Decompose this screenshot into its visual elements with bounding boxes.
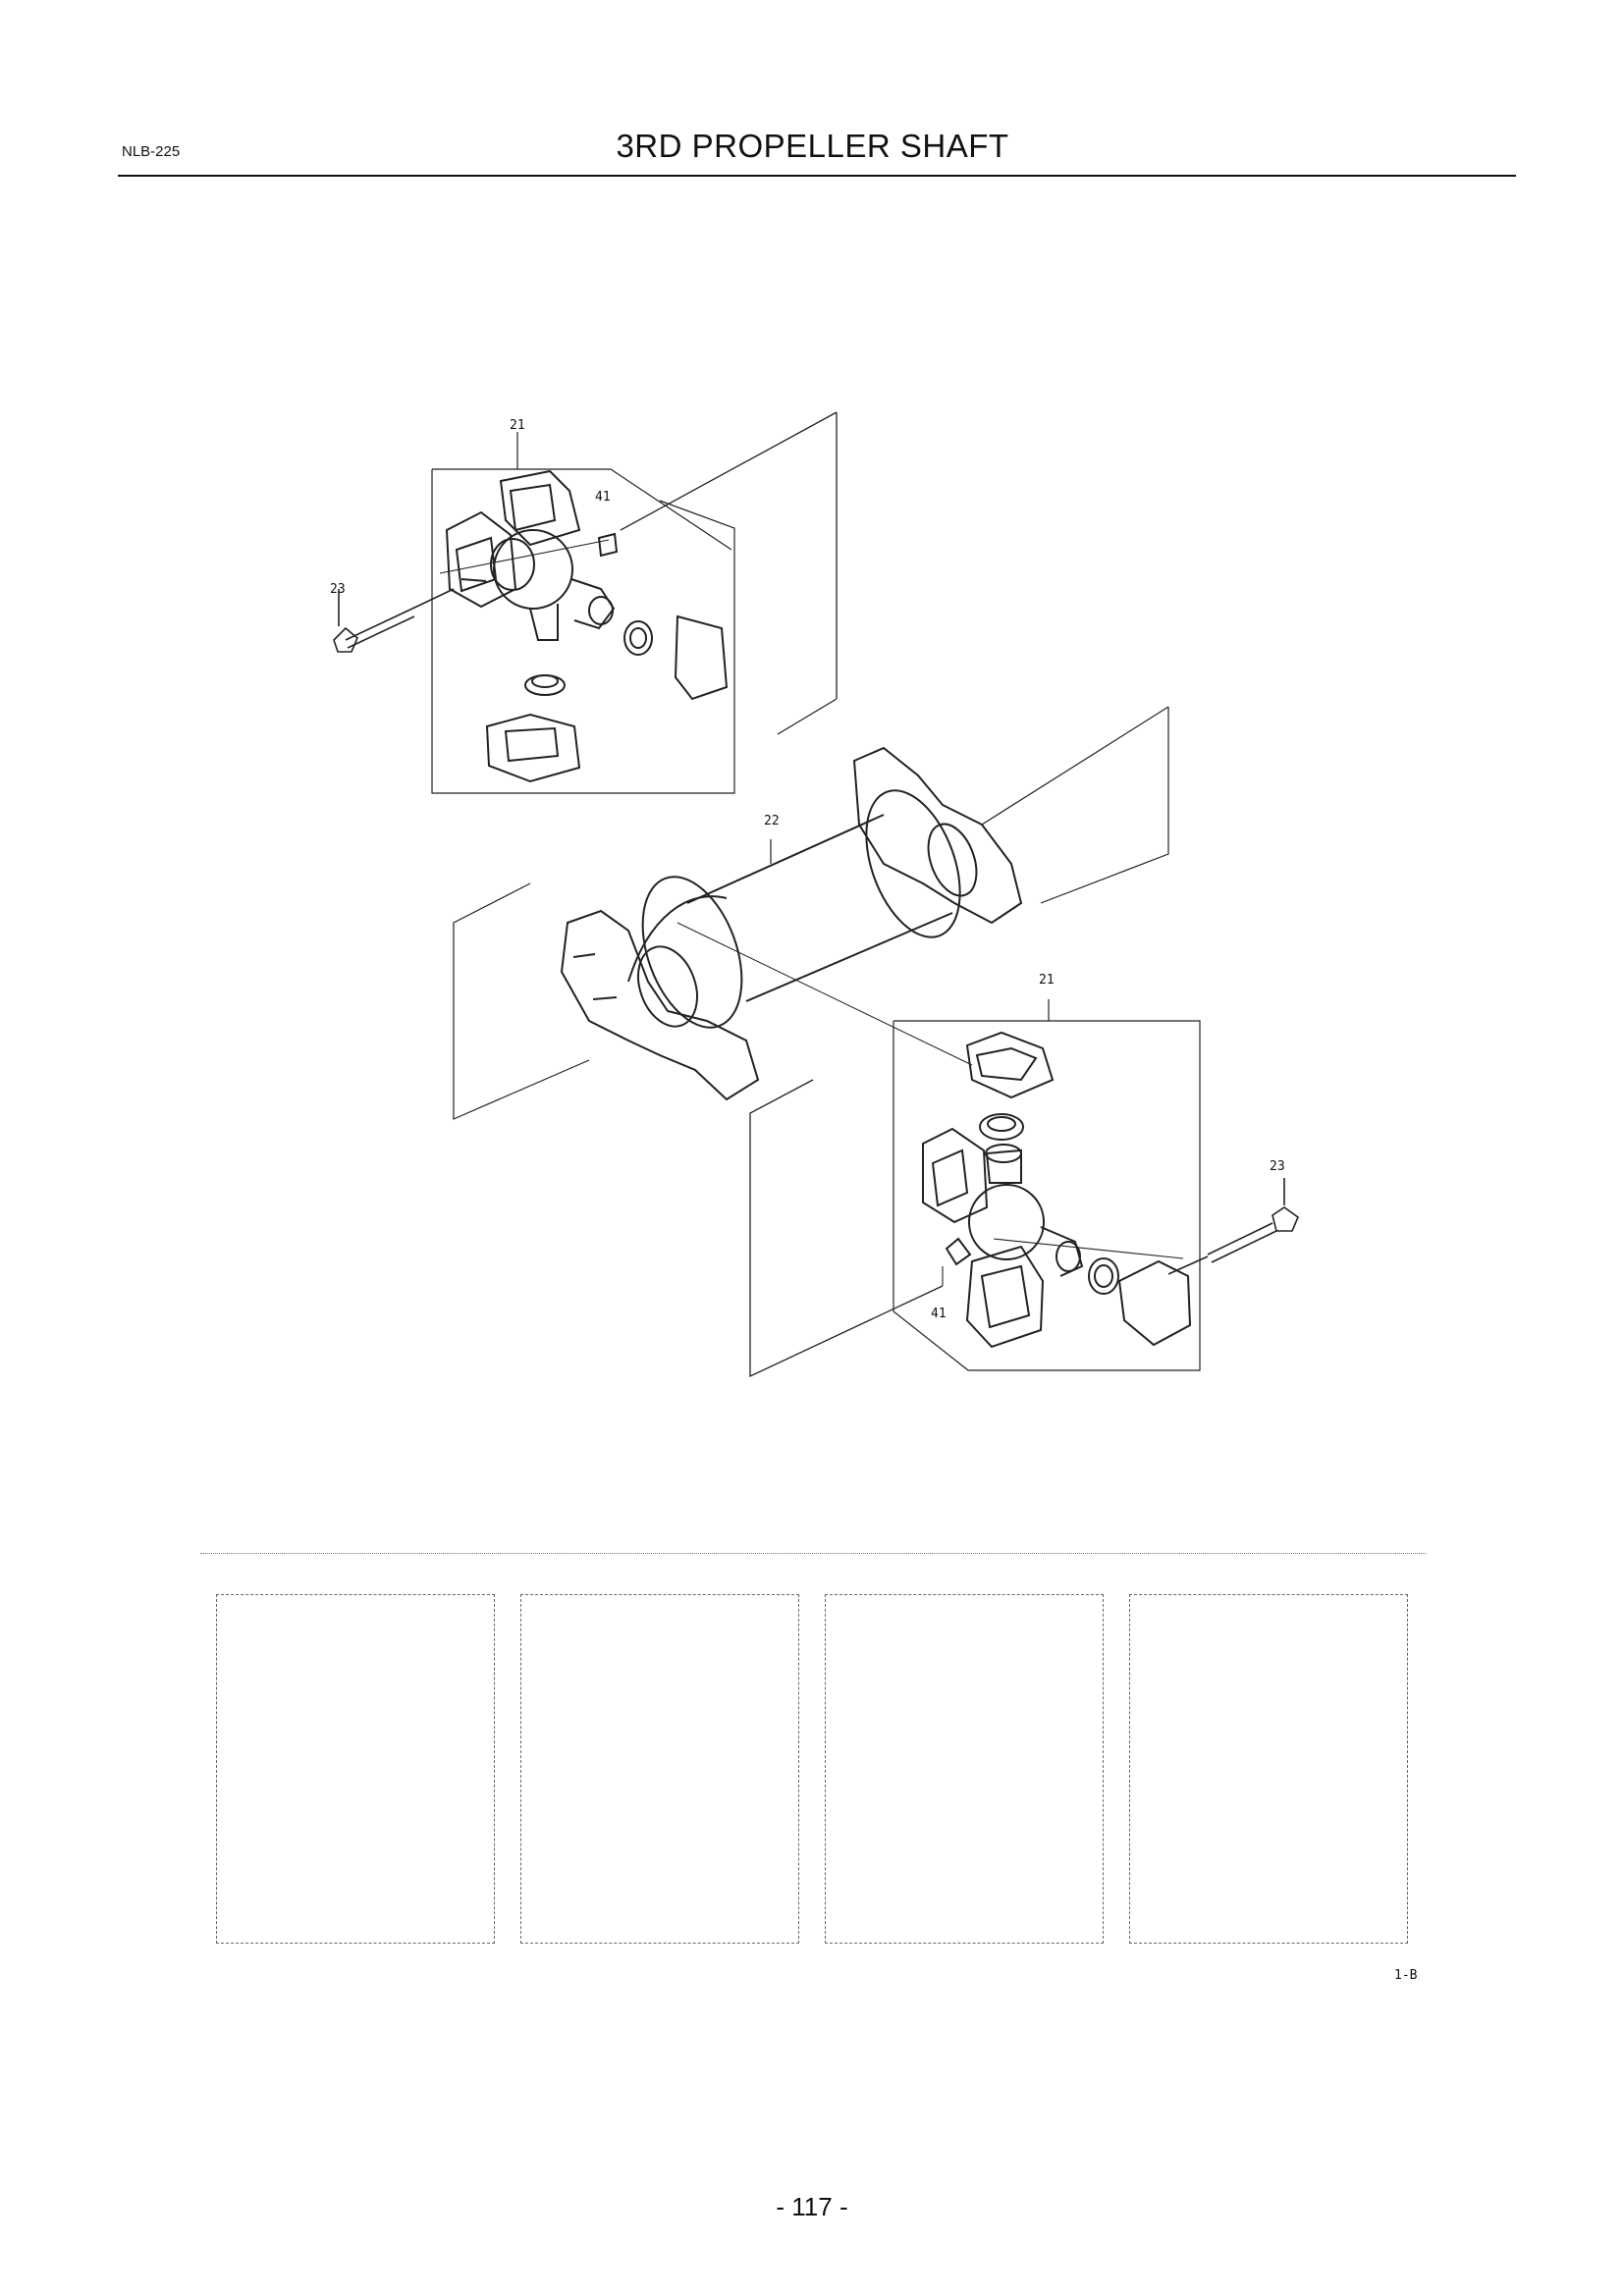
callout-41-lower: 41 <box>931 1307 947 1321</box>
exploded-parts-diagram: 21 41 23 22 21 23 41 <box>330 411 1299 1378</box>
document-code: NLB-225 <box>122 143 181 160</box>
callout-23-lower: 23 <box>1270 1159 1285 1174</box>
upper-joint-group <box>431 411 838 794</box>
lower-spider <box>922 1031 1192 1349</box>
parts-list-box-2 <box>520 1594 799 1944</box>
callout-22: 22 <box>764 814 780 828</box>
page-title: 3RD PROPELLER SHAFT <box>616 128 1009 164</box>
lower-bolt <box>1167 1178 1299 1275</box>
header-rule <box>118 175 1516 177</box>
parts-list-box-1 <box>216 1594 495 1944</box>
upper-bolt <box>333 588 455 653</box>
callout-23-upper: 23 <box>330 582 346 597</box>
lower-joint-group <box>749 999 1201 1378</box>
callout-41-upper: 41 <box>595 490 611 505</box>
figure-code: 1-B <box>1394 1968 1418 1983</box>
callout-21-lower: 21 <box>1039 973 1055 988</box>
upper-spider <box>445 469 729 783</box>
parts-table-rule <box>200 1553 1426 1554</box>
page-number: - 117 - <box>776 2192 848 2221</box>
propeller-shaft-tube <box>453 706 1169 1120</box>
parts-list-box-4 <box>1129 1594 1408 1944</box>
parts-list-box-3 <box>825 1594 1104 1944</box>
callout-21-upper: 21 <box>510 418 525 433</box>
